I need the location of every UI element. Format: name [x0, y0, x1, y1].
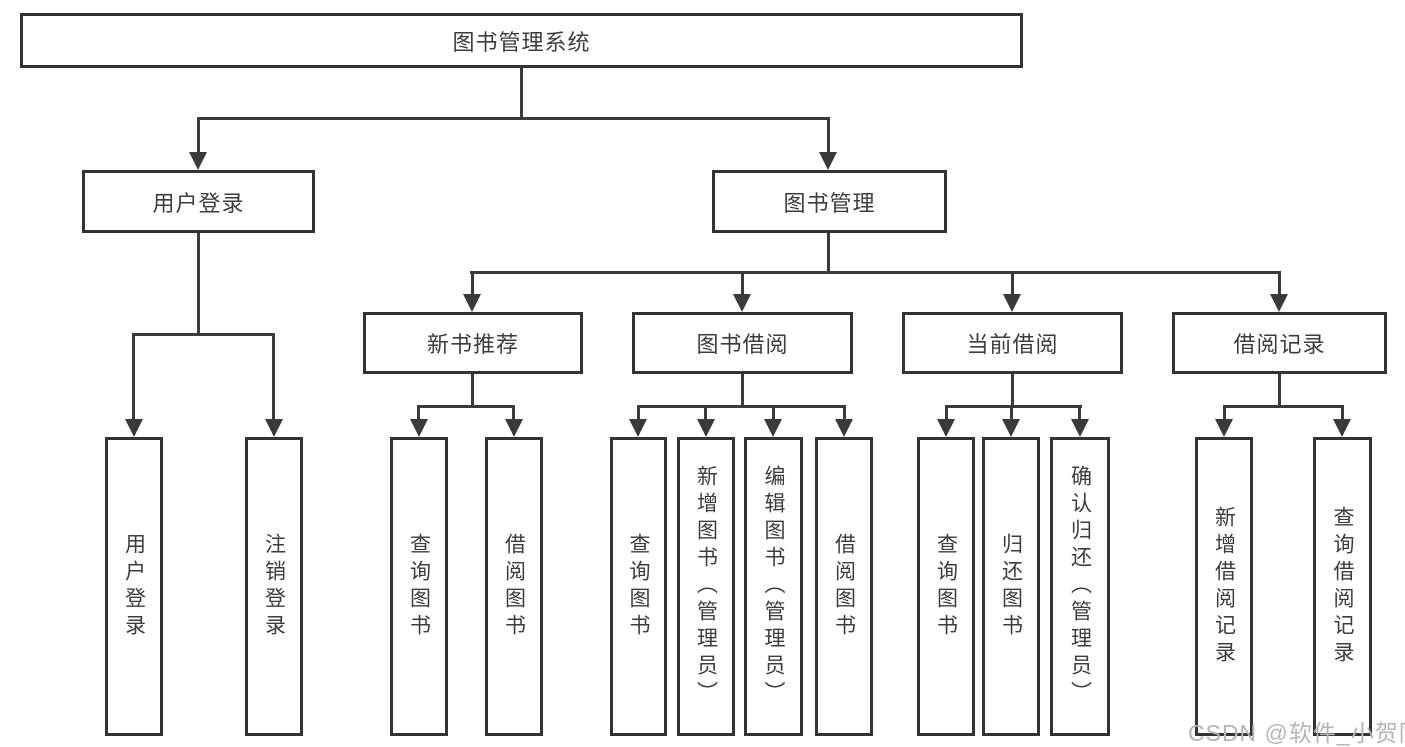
- arrow-down-icon: [764, 419, 782, 437]
- connector-level2-rail: [470, 271, 1281, 274]
- node-label: 查询图书: [407, 532, 431, 641]
- connector-drop: [1010, 405, 1013, 420]
- connector-stem: [471, 374, 474, 405]
- node-label: 注销登录: [262, 532, 286, 641]
- arrow-down-icon: [125, 419, 143, 437]
- node-label: 确认归还（管理员）: [1068, 465, 1092, 708]
- node-label: 当前借阅: [966, 332, 1059, 357]
- connector-user-login-drop: [197, 117, 200, 154]
- connector-drop: [637, 405, 640, 420]
- connector-rail: [1223, 405, 1343, 408]
- arrow-down-icon: [1002, 419, 1020, 437]
- connector-user-login-stem: [197, 233, 200, 333]
- arrow-down-icon: [410, 419, 428, 437]
- arrow-down-icon: [265, 419, 283, 437]
- arrow-down-icon: [819, 152, 837, 170]
- leaf-user-login: 用户登录: [105, 437, 163, 736]
- connector-drop: [945, 405, 948, 420]
- node-label: 借阅图书: [832, 532, 856, 641]
- connector-drop: [471, 271, 474, 295]
- arrow-down-icon: [1333, 419, 1351, 437]
- node-label: 用户登录: [122, 532, 146, 641]
- arrow-down-icon: [1071, 419, 1089, 437]
- arrow-down-icon: [1270, 294, 1288, 312]
- leaf-add-borrow-record: 新增借阅记录: [1195, 437, 1253, 736]
- node-new-book-recommend: 新书推荐: [363, 312, 583, 374]
- leaf-edit-books-admin: 编辑图书（管理员）: [744, 437, 803, 736]
- arrow-down-icon: [1003, 294, 1021, 312]
- node-label: 查询图书: [627, 532, 650, 641]
- node-label: 用户登录: [152, 190, 245, 216]
- node-library-system: 图书管理系统: [20, 13, 1023, 68]
- node-label: 新增借阅记录: [1212, 505, 1236, 668]
- leaf-borrow-books: 借阅图书: [815, 437, 873, 736]
- connector-drop: [772, 405, 775, 420]
- leaf-borrow-books-recommend: 借阅图书: [485, 437, 543, 736]
- arrow-down-icon: [189, 152, 207, 170]
- connector-book-management-stem: [827, 233, 830, 271]
- arrow-down-icon: [835, 419, 853, 437]
- connector-root-stem: [520, 68, 523, 117]
- node-book-borrow: 图书借阅: [632, 312, 853, 374]
- leaf-add-books-admin: 新增图书（管理员）: [677, 437, 735, 736]
- arrow-down-icon: [1215, 419, 1233, 437]
- arrow-down-icon: [505, 419, 523, 437]
- arrow-down-icon: [697, 419, 715, 437]
- connector-user-login-rail: [132, 333, 275, 336]
- connector-drop: [132, 333, 135, 420]
- connector-drop: [1011, 271, 1014, 295]
- node-user-login: 用户登录: [82, 170, 315, 233]
- node-label: 查询借阅记录: [1331, 505, 1354, 668]
- leaf-query-books-current: 查询图书: [917, 437, 975, 736]
- node-label: 图书管理系统: [452, 29, 591, 55]
- connector-rail: [417, 405, 515, 408]
- leaf-confirm-return-admin: 确认归还（管理员）: [1050, 437, 1110, 736]
- arrow-down-icon: [629, 419, 647, 437]
- arrow-down-icon: [463, 294, 481, 312]
- connector-rail: [637, 405, 846, 408]
- node-label: 编辑图书（管理员）: [762, 465, 785, 708]
- connector-stem: [1278, 374, 1281, 405]
- connector-stem: [741, 374, 744, 405]
- connector-drop: [741, 271, 744, 295]
- node-label: 图书借阅: [696, 332, 789, 357]
- arrow-down-icon: [733, 294, 751, 312]
- connector-stem: [1011, 374, 1014, 405]
- node-borrow-records: 借阅记录: [1172, 312, 1387, 374]
- connector-level1-rail: [197, 117, 830, 120]
- connector-drop: [1223, 405, 1226, 420]
- connector-book-management-drop: [827, 117, 830, 154]
- leaf-query-books: 查询图书: [610, 437, 667, 736]
- node-label: 图书管理: [783, 190, 876, 216]
- connector-drop: [1278, 271, 1281, 295]
- csdn-watermark: CSDN @软件_小贺同学: [1188, 720, 1405, 746]
- connector-rail: [945, 405, 1082, 408]
- leaf-query-books-recommend: 查询图书: [390, 437, 448, 736]
- connector-drop: [417, 405, 420, 420]
- leaf-logout: 注销登录: [245, 437, 303, 736]
- node-label: 借阅图书: [502, 532, 526, 641]
- connector-drop: [843, 405, 846, 420]
- node-label: 借阅记录: [1233, 332, 1326, 357]
- connector-drop: [272, 333, 275, 420]
- node-book-management: 图书管理: [712, 170, 947, 233]
- node-label: 查询图书: [934, 532, 958, 641]
- connector-drop: [512, 405, 515, 420]
- leaf-return-books: 归还图书: [982, 437, 1040, 736]
- node-current-borrow: 当前借阅: [902, 312, 1123, 374]
- connector-drop: [704, 405, 707, 420]
- connector-drop: [1341, 405, 1344, 420]
- node-label: 新增图书（管理员）: [694, 465, 718, 708]
- node-label: 新书推荐: [426, 332, 519, 357]
- arrow-down-icon: [937, 419, 955, 437]
- leaf-query-borrow-record: 查询借阅记录: [1313, 437, 1372, 736]
- node-label: 归还图书: [999, 532, 1023, 641]
- connector-drop: [1078, 405, 1081, 420]
